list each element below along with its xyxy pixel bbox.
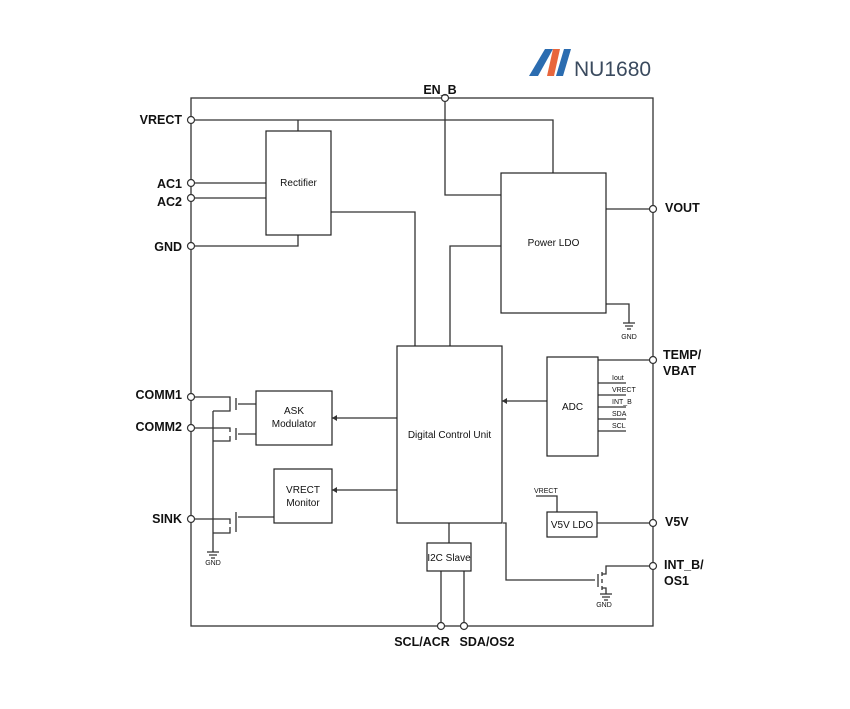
pin-scl-terminal: [436, 621, 446, 631]
dcu-label: Digital Control Unit: [408, 430, 492, 441]
pin-terminals: [186, 93, 658, 631]
pin-v5v-label: V5V: [665, 515, 689, 529]
pin-int-b-terminal: [648, 561, 658, 571]
pin-vrect-terminal: [186, 115, 196, 125]
i2c-label: I2C Slave: [427, 553, 471, 564]
power-ldo-label: Power LDO: [528, 238, 580, 249]
pin-comm2-terminal: [186, 423, 196, 433]
blocks: Rectifier Power LDO Digital Control Unit…: [255, 130, 607, 572]
ask-label-line2: Modulator: [272, 419, 317, 430]
adc-input-vrect: VRECT: [612, 387, 636, 394]
rectifier-block: [265, 130, 332, 236]
pin-int-b-label-line1: INT_B/: [664, 558, 704, 572]
wires: [191, 98, 653, 626]
pin-v5v-terminal: [648, 518, 658, 528]
vmon-label-line1: VRECT: [286, 485, 320, 496]
pin-ac1-label: AC1: [157, 177, 182, 191]
pin-sda-terminal: [459, 621, 469, 631]
int-gnd-label: GND: [596, 602, 612, 609]
pin-comm1-terminal: [186, 392, 196, 402]
pin-int-b-label-line2: OS1: [664, 574, 689, 588]
pin-temp-label-line1: TEMP/: [663, 348, 702, 362]
pin-sink-label: SINK: [152, 512, 182, 526]
adc-label: ADC: [562, 402, 583, 413]
pin-en-b-terminal: [440, 93, 450, 103]
i2c-slave-block: [426, 542, 472, 572]
power-ldo-block: [500, 172, 607, 314]
pin-temp-terminal: [648, 355, 658, 365]
pin-scl-label: SCL/ACR: [394, 635, 450, 649]
rectifier-label: Rectifier: [280, 178, 317, 189]
ask-label-line1: ASK: [284, 406, 304, 417]
adc-input-sda: SDA: [612, 411, 627, 418]
ldo-gnd-label: GND: [621, 334, 637, 341]
pin-ac2-terminal: [186, 193, 196, 203]
adc-input-int-b: INT_B: [612, 399, 632, 406]
vmon-label-line2: Monitor: [286, 498, 320, 509]
pin-comm1-label: COMM1: [135, 388, 182, 402]
adc-input-scl: SCL: [612, 423, 626, 430]
ask-modulator-block: [255, 390, 333, 446]
pin-temp-label-line2: VBAT: [663, 364, 696, 378]
pin-ac2-label: AC2: [157, 195, 182, 209]
vrect-monitor-block: [273, 468, 333, 524]
pin-labels: EN_B VRECT AC1 AC2 GND COMM1 COMM2 SINK …: [135, 83, 704, 649]
adc-block: [546, 356, 599, 457]
v5v-ldo-label: V5V LDO: [551, 520, 593, 531]
pin-sda-label: SDA/OS2: [460, 635, 515, 649]
pin-gnd-terminal: [186, 241, 196, 251]
modulator-gnd-label: GND: [205, 560, 221, 567]
brand-name: NU1680: [574, 58, 651, 81]
pin-ac1-terminal: [186, 178, 196, 188]
brand-logo: NU1680: [529, 49, 651, 81]
pin-en-b-label: EN_B: [423, 83, 456, 97]
pin-vrect-label: VRECT: [140, 113, 183, 127]
pin-vout-terminal: [648, 204, 658, 214]
v5v-ldo-vrect-label: VRECT: [534, 488, 558, 495]
adc-input-iout: Iout: [612, 375, 624, 382]
pin-gnd-label: GND: [154, 240, 182, 254]
pin-sink-terminal: [186, 514, 196, 524]
dcu-block: [396, 345, 503, 524]
adc-inputs: Iout VRECT INT_B SDA SCL: [612, 375, 636, 430]
pin-vout-label: VOUT: [665, 201, 700, 215]
pin-comm2-label: COMM2: [135, 420, 182, 434]
v5v-ldo-block: [546, 511, 598, 538]
